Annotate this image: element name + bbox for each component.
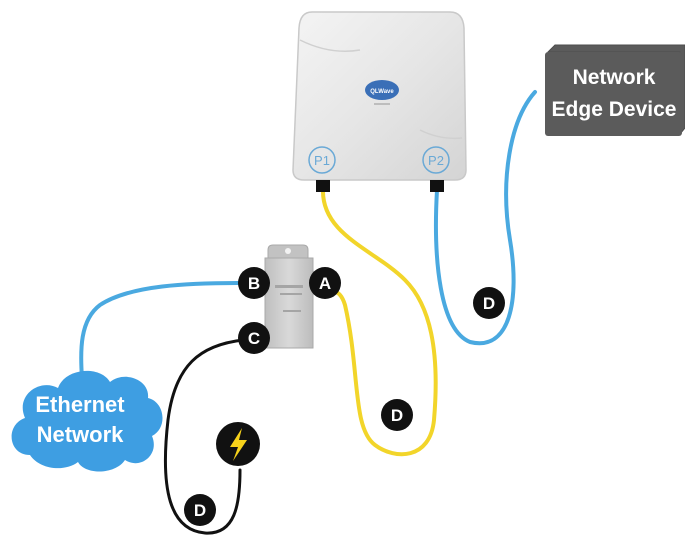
- injector-body: [264, 257, 314, 349]
- cloud-label-line2: Network: [37, 422, 125, 447]
- cable-p1-to-injector: [320, 188, 438, 457]
- port-p1-label: P1: [314, 153, 330, 168]
- port-p2-ring: [422, 146, 450, 174]
- badge-d-yellow-cable: D: [381, 399, 413, 431]
- badge-c: C: [238, 322, 270, 354]
- poe-injector: [264, 244, 314, 349]
- port-p1-ring: [308, 146, 336, 174]
- badge-d-edge-cable-label: D: [483, 294, 495, 313]
- brand-logo-text: QLWave: [370, 89, 394, 95]
- brand-logo: QLWave: [365, 80, 399, 105]
- device-groove-top: [299, 39, 361, 52]
- power-source: [216, 422, 260, 466]
- port-p2-label: P2: [428, 153, 444, 168]
- connector-p2: [430, 180, 444, 192]
- cloud-label-line1: Ethernet: [35, 392, 125, 417]
- edge-device-label-line2: Edge Device: [552, 98, 677, 121]
- cable-injector-to-power: [163, 338, 245, 535]
- cable-p2-to-edge-device: [433, 90, 537, 346]
- lightning-bolt-icon: [230, 428, 247, 461]
- badge-c-label: C: [248, 329, 260, 348]
- badge-b: B: [238, 267, 270, 299]
- badge-a-label: A: [319, 274, 331, 293]
- badge-d-yellow-cable-label: D: [391, 406, 403, 425]
- network-edge-device: Network Edge Device: [545, 44, 685, 136]
- badge-b-label: B: [248, 274, 260, 293]
- device-groove-right: [419, 129, 463, 140]
- ethernet-network-cloud: Ethernet Network: [11, 370, 163, 472]
- badge-d-edge-cable: D: [473, 287, 505, 319]
- badge-d-power-cable: D: [184, 494, 216, 526]
- badge-a: A: [309, 267, 341, 299]
- cloud-shape: [11, 370, 163, 472]
- connector-p1: [316, 180, 330, 192]
- wireless-access-point: QLWave P1 P2: [292, 11, 467, 192]
- edge-device-label-line1: Network: [573, 66, 656, 89]
- badge-d-power-cable-label: D: [194, 501, 206, 520]
- cable-injector-to-ethernet: [79, 281, 240, 380]
